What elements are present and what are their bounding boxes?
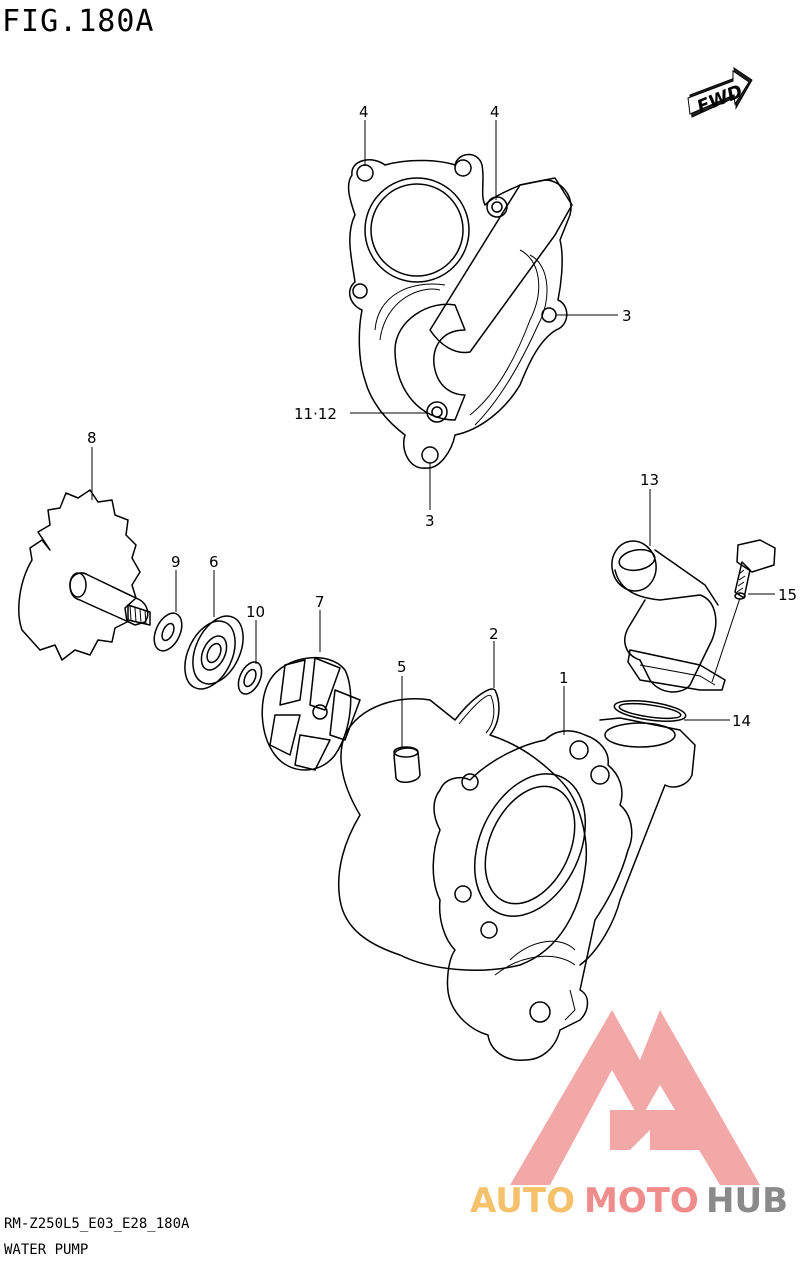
callout-4b: 4: [490, 103, 500, 121]
seal: [237, 661, 263, 695]
callout-3b: 3: [425, 512, 435, 530]
callouts: 4 4 3 11·12 3 8 9 6 10 7 2 5 1 13 14 15: [87, 103, 797, 730]
figure-title: FIG.180A: [2, 4, 155, 39]
model-code: RM-Z250L5_E03_E28_180A: [4, 1216, 190, 1232]
callout-3a: 3: [622, 307, 632, 325]
figure-name: WATER PUMP: [4, 1242, 89, 1258]
pump-case: [432, 717, 696, 1061]
callout-6: 6: [209, 553, 219, 571]
pump-cover: [347, 153, 573, 469]
callout-1: 1: [559, 669, 569, 687]
watermark-wordmark: AUTO MOTO HUB: [470, 1181, 788, 1221]
impeller: [261, 656, 361, 771]
fitting-o-ring: [613, 700, 687, 722]
callout-8: 8: [87, 429, 97, 447]
watermark-logo: [510, 1010, 760, 1185]
washer: [153, 612, 183, 652]
callout-4a: 4: [359, 103, 369, 121]
watermark-moto: MOTO: [584, 1181, 699, 1221]
watermark-hub: HUB: [706, 1181, 788, 1221]
dowel-pin: [393, 746, 421, 783]
callout-14: 14: [732, 712, 751, 730]
watermark-auto: AUTO: [470, 1181, 575, 1221]
fwd-arrow-icon: FWD: [687, 66, 753, 118]
callout-7: 7: [315, 593, 325, 611]
callout-15: 15: [778, 586, 797, 604]
bearing: [184, 615, 244, 690]
o-ring-gasket: [337, 688, 587, 971]
leader-lines: [91, 120, 775, 747]
inlet-fitting: [611, 540, 726, 693]
callout-13: 13: [640, 471, 659, 489]
pump-gear-shaft: [18, 489, 151, 661]
callout-10: 10: [246, 603, 265, 621]
callout-11-12: 11·12: [294, 405, 337, 423]
callout-5: 5: [397, 658, 407, 676]
callout-9: 9: [171, 553, 181, 571]
callout-2: 2: [489, 625, 499, 643]
bolt: [734, 539, 776, 600]
